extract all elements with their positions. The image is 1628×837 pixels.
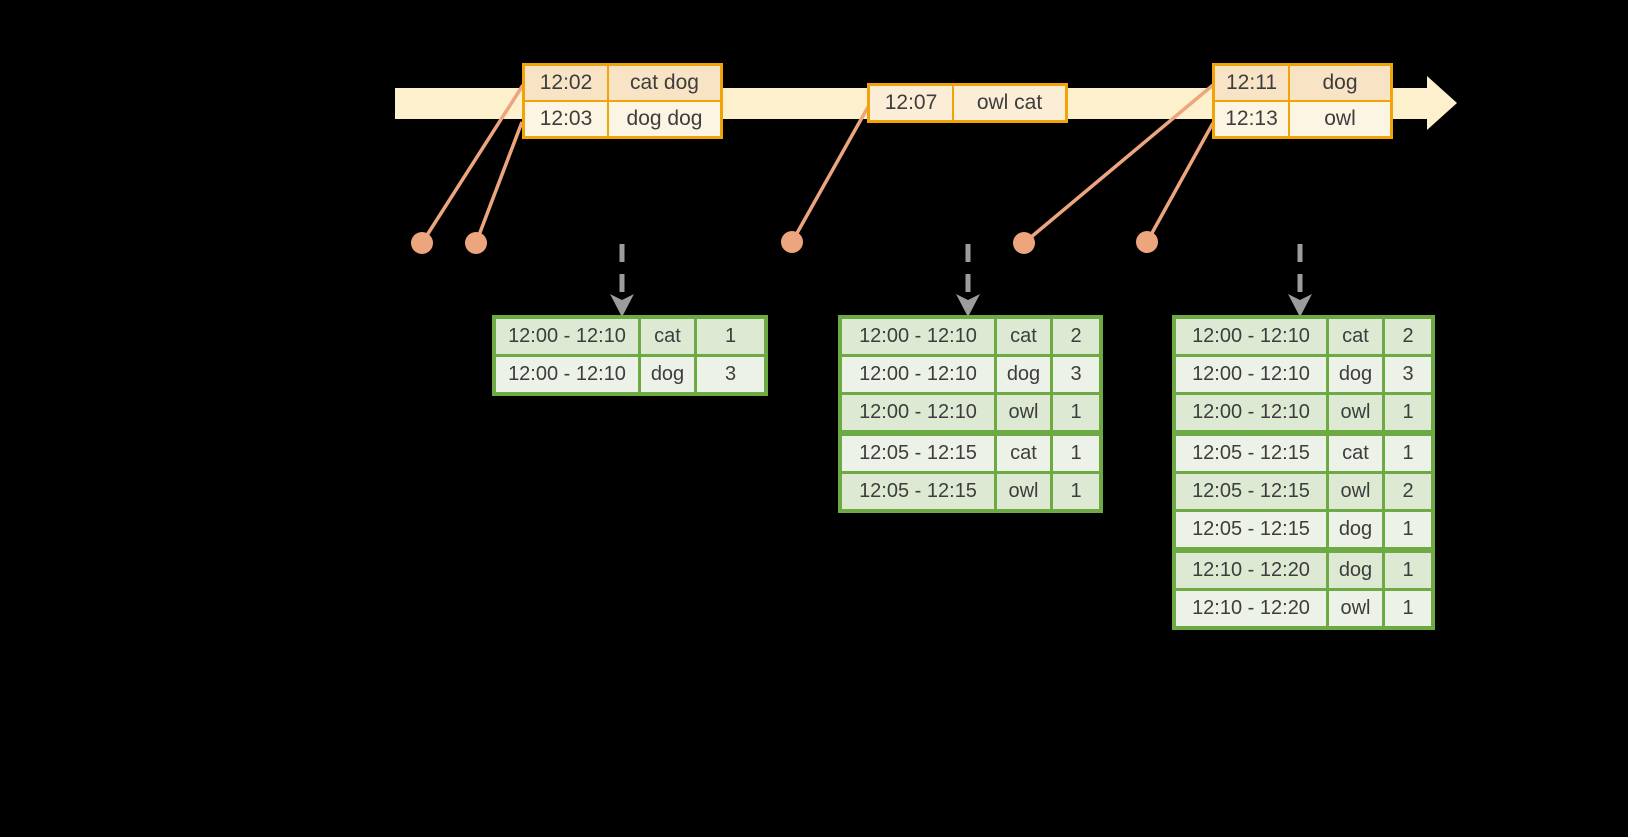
count-cell: 2 [1385,474,1431,509]
count-cell: 1 [1385,512,1431,547]
count-cell: 1 [1385,553,1431,588]
window-cell: 12:05 - 12:15 [842,474,994,509]
window-cell: 12:05 - 12:15 [1176,436,1326,471]
event-box-1: 12:02 cat dog 12:03 dog dog [522,63,723,139]
timeline-event-row: 12:03 dog dog [525,102,720,136]
word-cell: cat [1329,436,1382,471]
event-words: cat dog [609,66,720,100]
count-cell: 3 [1385,357,1431,392]
word-cell: owl [1329,474,1382,509]
word-cell: dog [641,357,694,392]
table-row: 12:05 - 12:15 owl 1 [842,474,1099,509]
window-cell: 12:00 - 12:10 [496,357,638,392]
count-cell: 1 [1385,436,1431,471]
table-row: 12:00 - 12:10 cat 1 [496,319,764,354]
window-cell: 12:00 - 12:10 [1176,357,1326,392]
count-cell: 1 [1053,395,1099,430]
word-cell: owl [1329,591,1382,626]
word-cell: dog [1329,357,1382,392]
event-box-2: 12:07 owl cat [867,83,1068,123]
event-time: 12:02 [525,66,607,100]
table-row: 12:05 - 12:15 dog 1 [1176,512,1431,547]
table-row: 12:00 - 12:10 dog 3 [496,357,764,392]
table-row: 12:10 - 12:20 owl 1 [1176,591,1431,626]
count-cell: 1 [1385,591,1431,626]
event-dot-icon [465,232,487,254]
table-row: 12:00 - 12:10 owl 1 [842,395,1099,430]
word-cell: dog [1329,553,1382,588]
trigger-arrows [610,244,1312,317]
event-words: dog dog [609,102,720,136]
count-cell: 3 [1053,357,1099,392]
window-cell: 12:00 - 12:10 [1176,319,1326,354]
event-time: 12:11 [1215,66,1288,100]
word-cell: cat [641,319,694,354]
connector-line [790,106,870,243]
word-cell: owl [1329,395,1382,430]
window-cell: 12:00 - 12:10 [842,395,994,430]
word-cell: owl [997,395,1050,430]
event-words: owl [1290,102,1390,136]
event-box-3: 12:11 dog 12:13 owl [1212,63,1393,139]
timeline-arrowhead-icon [1427,76,1457,130]
window-cell: 12:10 - 12:20 [1176,591,1326,626]
timeline-event-row: 12:11 dog [1215,66,1390,100]
result-table-2: 12:00 - 12:10 cat 2 12:00 - 12:10 dog 3 … [838,315,1103,513]
window-cell: 12:00 - 12:10 [496,319,638,354]
timeline-event-row: 12:02 cat dog [525,66,720,100]
window-cell: 12:00 - 12:10 [842,319,994,354]
table-row: 12:05 - 12:15 owl 2 [1176,474,1431,509]
window-cell: 12:05 - 12:15 [1176,512,1326,547]
event-dot-icon [1136,231,1158,253]
word-cell: owl [997,474,1050,509]
trigger-arrowhead-icon [610,294,634,317]
timeline-event-row: 12:13 owl [1215,102,1390,136]
window-cell: 12:05 - 12:15 [1176,474,1326,509]
table-row: 12:00 - 12:10 cat 2 [1176,319,1431,354]
window-cell: 12:00 - 12:10 [842,357,994,392]
trigger-arrowhead-icon [1288,294,1312,317]
timeline-event-row: 12:07 owl cat [870,86,1065,120]
table-row: 12:00 - 12:10 cat 2 [842,319,1099,354]
word-cell: dog [1329,512,1382,547]
window-cell: 12:05 - 12:15 [842,436,994,471]
table-row: 12:05 - 12:15 cat 1 [842,436,1099,471]
window-cell: 12:00 - 12:10 [1176,395,1326,430]
connector-line [1145,122,1215,243]
count-cell: 1 [1053,436,1099,471]
count-cell: 3 [697,357,764,392]
count-cell: 2 [1385,319,1431,354]
word-cell: cat [1329,319,1382,354]
word-cell: cat [997,319,1050,354]
event-words: owl cat [954,86,1065,120]
table-row: 12:10 - 12:20 dog 1 [1176,553,1431,588]
event-words: dog [1290,66,1390,100]
word-cell: cat [997,436,1050,471]
connector-line [474,121,524,244]
count-cell: 1 [697,319,764,354]
event-dot-icon [781,231,803,253]
table-row: 12:00 - 12:10 dog 3 [1176,357,1431,392]
count-cell: 1 [1053,474,1099,509]
word-cell: dog [997,357,1050,392]
event-time: 12:03 [525,102,607,136]
event-dots [411,231,1158,254]
window-cell: 12:10 - 12:20 [1176,553,1326,588]
result-table-1: 12:00 - 12:10 cat 1 12:00 - 12:10 dog 3 [492,315,768,396]
event-dot-icon [1013,232,1035,254]
table-row: 12:05 - 12:15 cat 1 [1176,436,1431,471]
table-row: 12:00 - 12:10 dog 3 [842,357,1099,392]
result-table-3: 12:00 - 12:10 cat 2 12:00 - 12:10 dog 3 … [1172,315,1435,630]
event-dot-icon [411,232,433,254]
count-cell: 2 [1053,319,1099,354]
trigger-arrowhead-icon [956,294,980,317]
event-time: 12:07 [870,86,952,120]
table-row: 12:00 - 12:10 owl 1 [1176,395,1431,430]
event-time: 12:13 [1215,102,1288,136]
count-cell: 1 [1385,395,1431,430]
